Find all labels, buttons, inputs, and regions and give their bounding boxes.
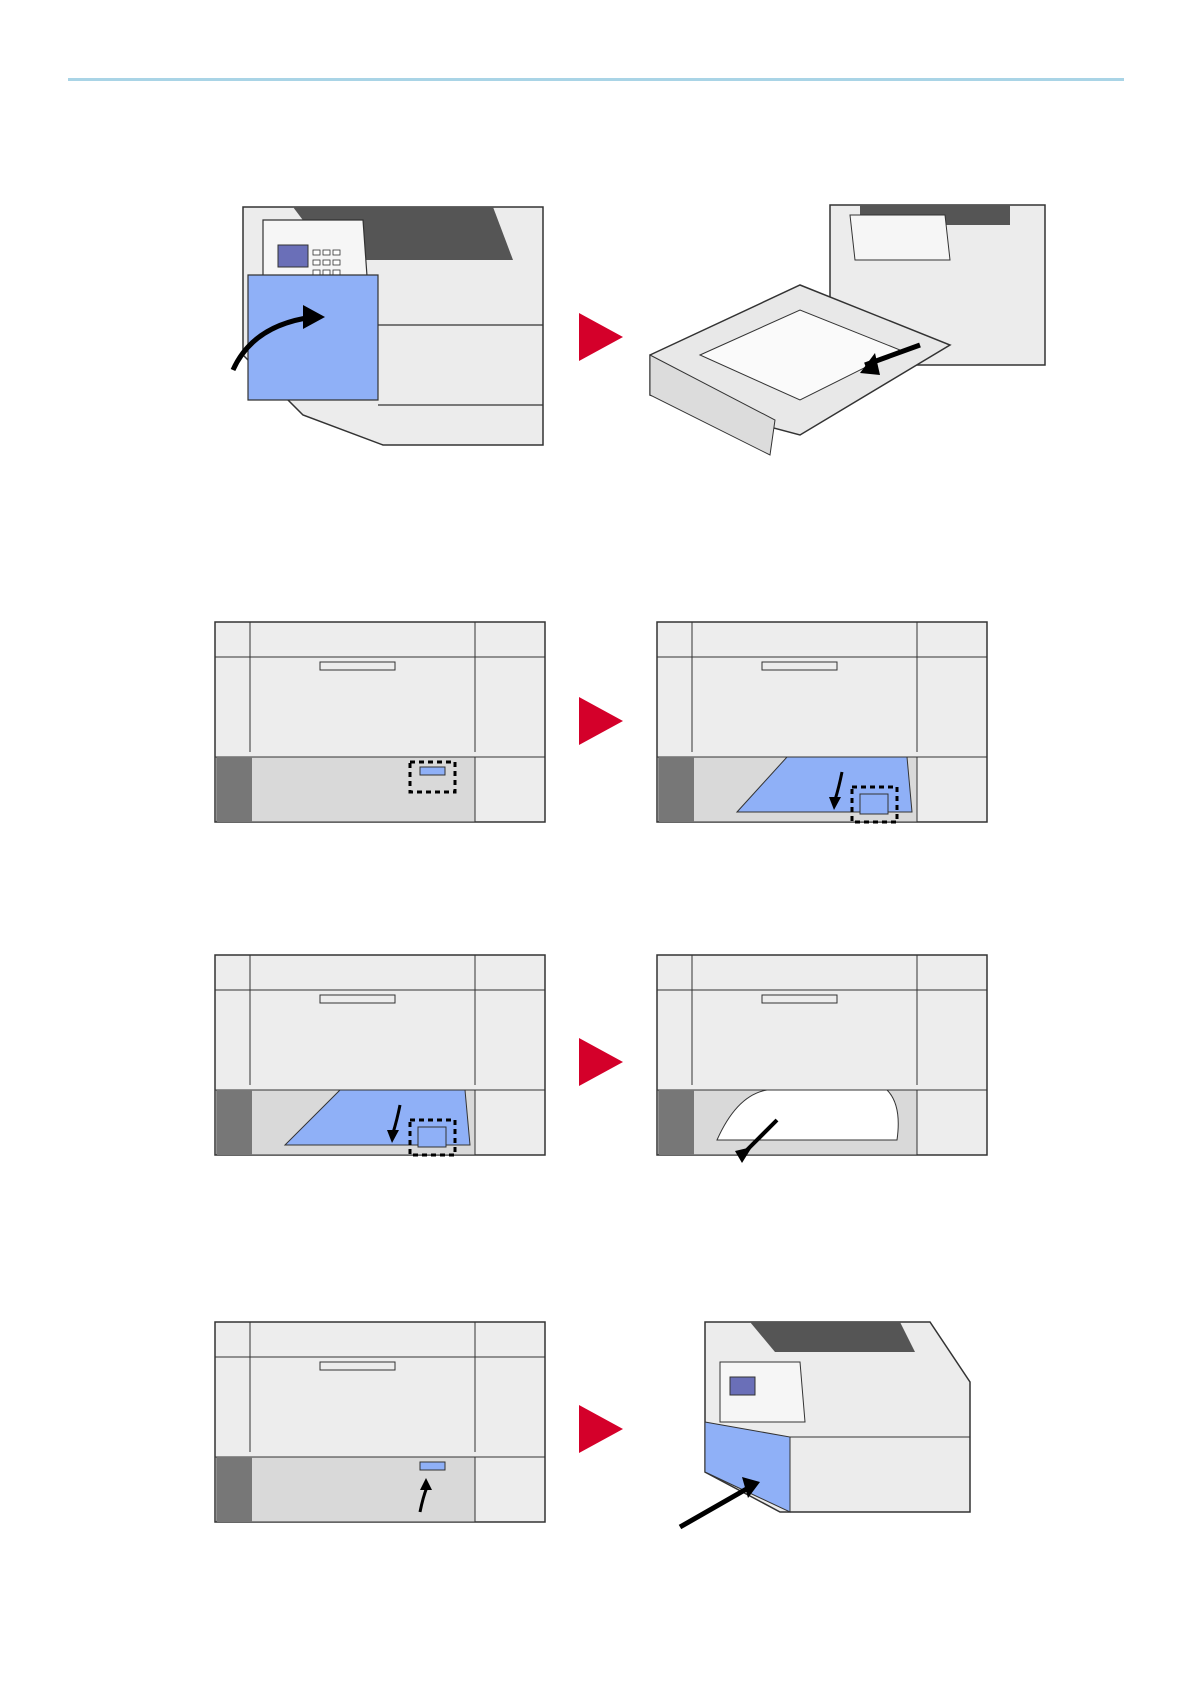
illustration-remove-jammed-paper <box>657 955 987 1170</box>
next-step-arrow <box>579 697 623 745</box>
illustration-cassette-guide-lowered <box>657 622 987 827</box>
header-rule <box>68 78 1124 81</box>
next-step-arrow <box>579 1038 623 1086</box>
illustration-pull-out-cassette <box>650 205 1045 460</box>
next-step-arrow <box>579 1405 623 1453</box>
illustration-open-front-cover <box>243 205 553 450</box>
next-step-arrow <box>579 313 623 361</box>
illustration-cassette-guide-lowered-2 <box>215 955 545 1160</box>
illustration-push-cassette-in <box>680 1322 980 1537</box>
illustration-cassette-slot-lever <box>215 622 545 824</box>
illustration-cassette-guide-raised <box>215 1322 545 1527</box>
